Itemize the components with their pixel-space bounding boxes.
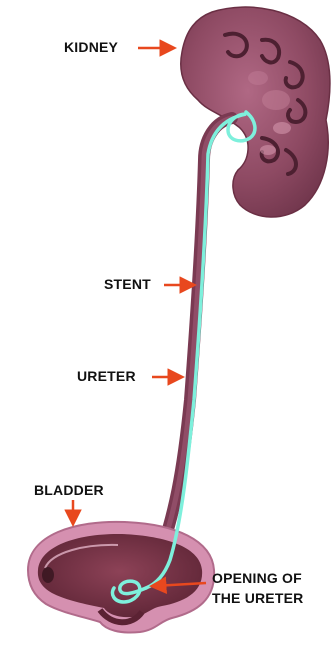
opening-label-line2: THE URETER: [212, 588, 303, 608]
opening-of-ureter-label: OPENING OF THE URETER: [212, 568, 303, 608]
ureter-label: URETER: [77, 368, 136, 384]
ureter-tube: [150, 118, 232, 580]
kidney-label: KIDNEY: [64, 39, 118, 55]
bladder-label: BLADDER: [34, 482, 104, 498]
bladder-shape: [28, 522, 214, 633]
opening-label-line1: OPENING OF: [212, 568, 303, 588]
stent-label: STENT: [104, 276, 151, 292]
